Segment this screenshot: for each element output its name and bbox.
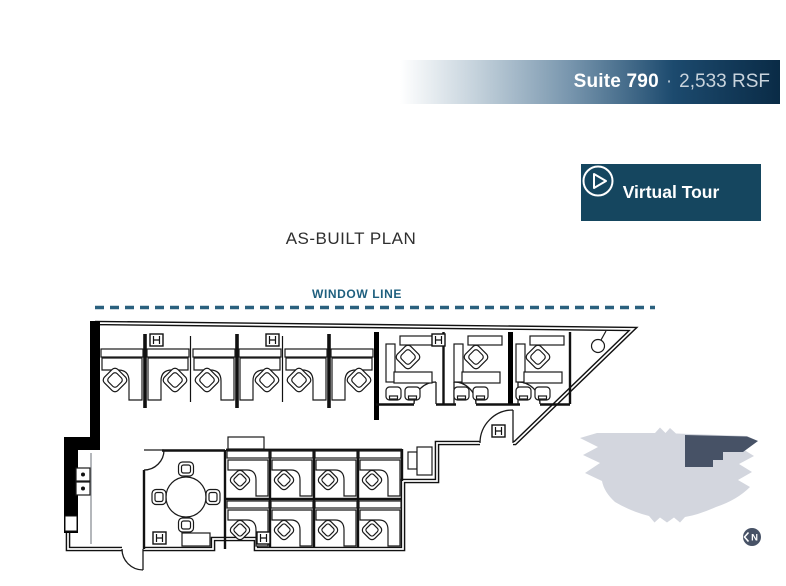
workstation	[330, 348, 374, 401]
office	[453, 335, 503, 401]
north-arrow-icon	[743, 531, 750, 543]
mullion-icon	[149, 333, 164, 347]
cubicle	[314, 450, 358, 497]
play-icon	[582, 165, 614, 197]
suite-rsf: 2,533 RSF	[679, 71, 770, 92]
mullion-icon	[491, 424, 506, 438]
interior-walls	[142, 332, 572, 549]
electrical-panel	[75, 467, 91, 496]
chair	[177, 461, 195, 477]
virtual-tour-label: Virtual Tour	[622, 182, 720, 202]
mullion-icon	[265, 333, 280, 347]
keyplan-suite-highlight	[685, 435, 758, 467]
workstation	[100, 348, 144, 401]
fixtures	[75, 330, 607, 496]
private-offices	[385, 335, 565, 401]
mullion-icon	[152, 531, 167, 545]
copier	[407, 451, 418, 470]
cubicle	[270, 500, 314, 547]
break-room	[151, 461, 221, 547]
cubicle	[358, 450, 402, 497]
office	[515, 335, 565, 401]
cubicle	[226, 450, 270, 497]
chair	[177, 517, 195, 533]
key-plan: N	[580, 427, 761, 546]
cubicle	[314, 500, 358, 547]
workstation	[238, 348, 282, 401]
workstation	[146, 348, 190, 401]
compass-label: N	[751, 533, 758, 544]
office	[385, 335, 435, 401]
suite-banner: Suite 790 · 2,533 RSF	[400, 60, 780, 104]
virtual-tour-button[interactable]: Virtual Tour	[581, 164, 761, 221]
plan-title: AS-BUILT PLAN	[285, 229, 417, 248]
cubicle	[358, 500, 402, 547]
north-compass: N	[743, 528, 761, 546]
mullion-icon	[256, 531, 271, 545]
workstation	[192, 348, 236, 401]
mullion-icon	[431, 333, 446, 347]
copier	[416, 446, 433, 476]
light-fixture	[590, 330, 607, 354]
chair	[151, 488, 167, 506]
workstation	[284, 348, 328, 401]
exterior-walls	[64, 320, 639, 552]
chair	[205, 488, 221, 506]
cubicle	[270, 450, 314, 497]
banner-separator: ·	[665, 71, 673, 92]
cabinet	[227, 436, 265, 450]
window-line-label: WINDOW LINE	[312, 287, 402, 301]
suite-name: Suite 790	[573, 71, 659, 92]
